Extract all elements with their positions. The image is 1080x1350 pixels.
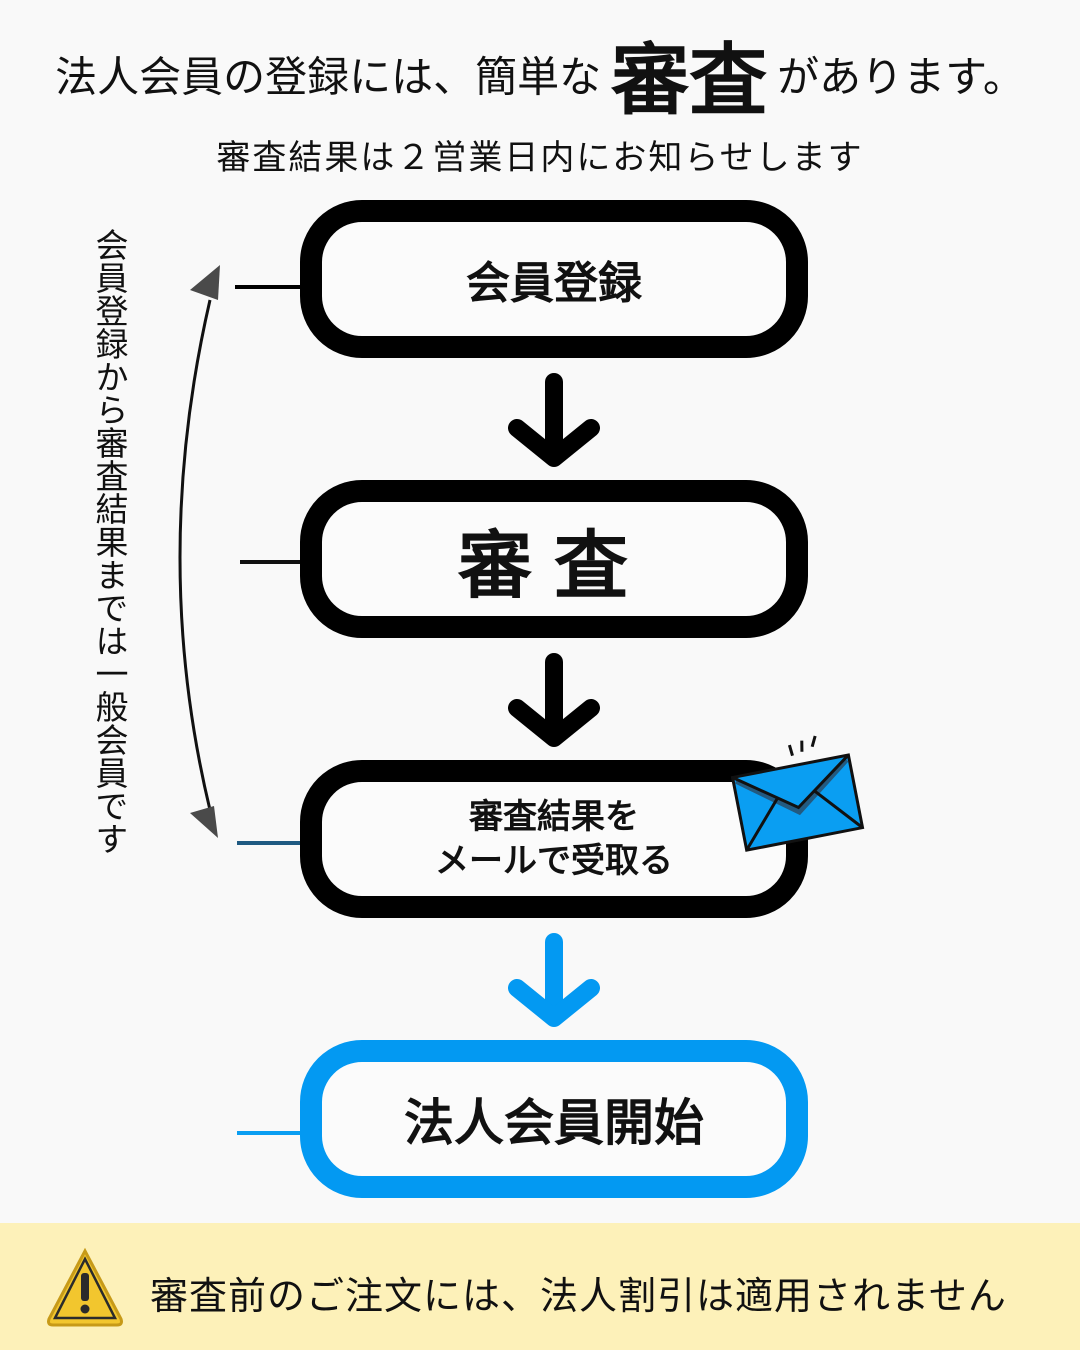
arrow-down-icon [508,373,600,467]
page-headline: 法人会員の登録には、簡単な審査があります。 [0,18,1080,130]
headline-emphasis: 審査 [611,36,768,126]
headline-suffix: があります。 [777,52,1025,102]
notice-footer: 審査前のご注文には、法人割引は適用されません [0,1223,1080,1350]
span-curve [178,299,212,811]
step-corporate-membership-start: 法人会員開始 [300,1040,808,1198]
step-label: 会員登録 [466,258,642,309]
arrow-down-icon [508,933,600,1027]
span-arrow-up-icon [190,265,220,300]
step-label: 審査 [458,522,650,609]
step-label-line1: 審査結果を [469,797,639,837]
side-note-vertical: 会員登録から審査結果までは一般会員です [90,228,129,855]
headline-prefix: 法人会員の登録には、簡単な [55,52,602,102]
step-label-line2: メールで受取る [435,841,673,881]
review-timing-note: 審査結果は２営業日内にお知らせします [216,138,864,178]
step-label: 法人会員開始 [404,1094,704,1152]
span-arrow-down-icon [190,806,218,838]
step-member-registration: 会員登録 [300,200,808,358]
notice-text: 審査前のご注文には、法人割引は適用されません [150,1274,1007,1318]
warning-triangle-icon [47,1247,123,1327]
arrow-down-icon [508,653,600,747]
step-review: 審査 [300,480,808,638]
